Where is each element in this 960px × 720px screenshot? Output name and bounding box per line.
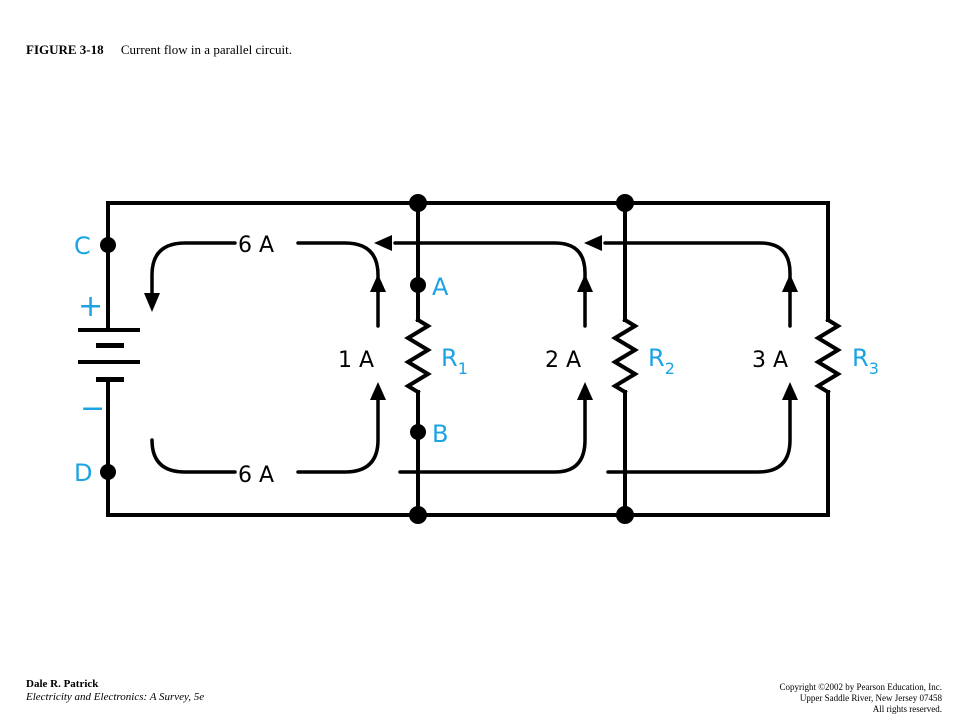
terminal-b-dot bbox=[410, 424, 426, 440]
flow-bottom-to-branch-3 bbox=[606, 393, 792, 474]
current-label-branch-2: 2 A bbox=[545, 348, 581, 373]
footer-author: Dale R. Patrick bbox=[26, 678, 99, 690]
node-top-1 bbox=[409, 194, 427, 212]
terminal-c-dot bbox=[100, 237, 116, 253]
resistor-r2-zigzag bbox=[611, 317, 639, 395]
polarity-plus: + bbox=[78, 289, 103, 324]
flow-bottom-left bbox=[150, 438, 237, 474]
current-label-branch-1: 1 A bbox=[338, 348, 374, 373]
flow-bottom-to-branch-2 bbox=[398, 393, 587, 474]
resistor-r1-label: R1 bbox=[441, 344, 468, 378]
current-label-top: 6 A bbox=[238, 233, 274, 258]
copyright-line-2: Upper Saddle River, New Jersey 07458 bbox=[799, 693, 942, 703]
terminal-a-label: A bbox=[432, 273, 449, 301]
footer-credit: Dale R. Patrick Electricity and Electron… bbox=[26, 678, 204, 704]
arrow-up-branch-3-lower bbox=[782, 382, 798, 400]
arrow-up-branch-2-lower bbox=[577, 382, 593, 400]
terminal-a-dot bbox=[410, 277, 426, 293]
polarity-minus: − bbox=[80, 391, 105, 426]
resistor-r3-label: R3 bbox=[852, 344, 879, 378]
arrow-up-branch-1-lower bbox=[370, 382, 386, 400]
arrow-down-left bbox=[144, 293, 160, 312]
current-label-bottom: 6 A bbox=[238, 463, 274, 488]
figure-number: FIGURE 3-18 bbox=[26, 42, 104, 57]
figure-title: Current flow in a parallel circuit. bbox=[120, 42, 292, 57]
terminal-d-label: D bbox=[74, 459, 92, 487]
terminal-b-label: B bbox=[432, 420, 448, 448]
node-top-2 bbox=[616, 194, 634, 212]
resistor-r1-zigzag bbox=[404, 317, 432, 395]
figure-caption: FIGURE 3-18 Current flow in a parallel c… bbox=[26, 42, 292, 58]
flow-top-branch-3 bbox=[603, 241, 792, 294]
flow-top-branch-2 bbox=[393, 241, 587, 294]
flow-top-branch-1 bbox=[296, 241, 380, 294]
terminal-d-dot bbox=[100, 464, 116, 480]
current-label-branch-3: 3 A bbox=[752, 348, 788, 373]
terminal-c-label: C bbox=[74, 232, 91, 260]
resistor-r3-zigzag bbox=[814, 317, 842, 395]
resistor-r2-label: R2 bbox=[648, 344, 675, 378]
flow-bottom-main bbox=[296, 393, 380, 474]
node-bottom-1 bbox=[409, 506, 427, 524]
copyright-line-1: Copyright ©2002 by Pearson Education, In… bbox=[779, 682, 942, 692]
footer-copyright: Copyright ©2002 by Pearson Education, In… bbox=[779, 682, 942, 715]
arrow-left-top-1 bbox=[374, 235, 392, 251]
copyright-line-3: All rights reserved. bbox=[872, 704, 942, 714]
arrow-left-top-2 bbox=[584, 235, 602, 251]
footer-book-title: Electricity and Electronics: A Survey, 5… bbox=[26, 691, 205, 703]
battery-symbol bbox=[78, 328, 140, 382]
node-bottom-2 bbox=[616, 506, 634, 524]
flow-top-left bbox=[150, 241, 237, 297]
